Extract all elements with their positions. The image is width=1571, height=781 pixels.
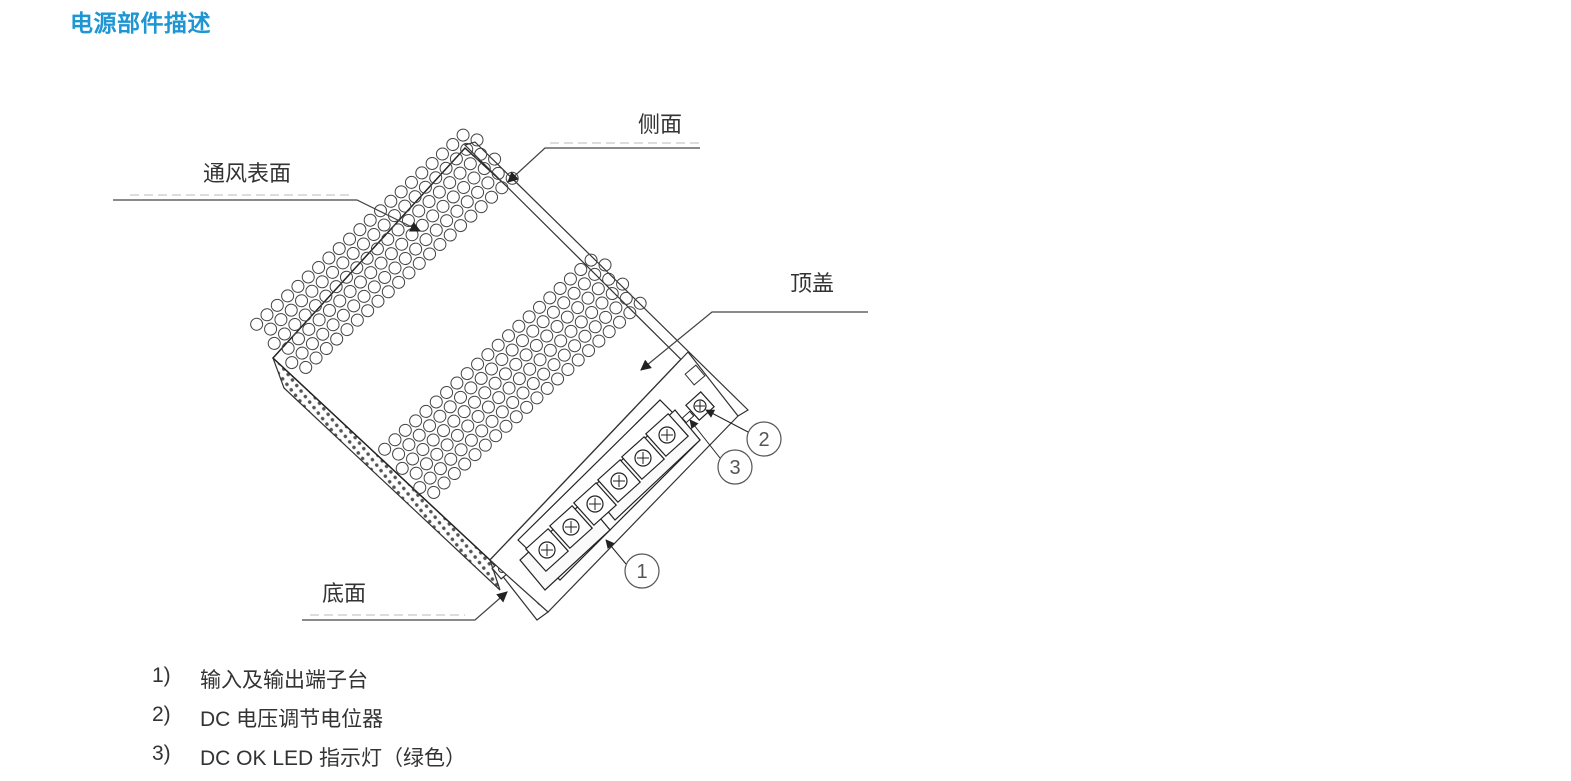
list-item: 2) DC 电压调节电位器 [152, 703, 466, 742]
list-item: 3) DC OK LED 指示灯（绿色） [152, 742, 466, 781]
callout-1 [624, 553, 660, 589]
list-item-number: 1) [152, 664, 171, 687]
callouts [624, 421, 782, 589]
list-item-text: 输入及输出端子台 [200, 669, 368, 692]
leader-lines [113, 147, 868, 621]
label-vent-surface: 通风表面 [203, 161, 292, 186]
dc-ok-led [681, 410, 695, 424]
list-item-number: 2) [152, 703, 171, 726]
list-item-text: DC 电压调节电位器 [200, 708, 384, 731]
label-side: 侧面 [638, 112, 683, 137]
label-bottom: 底面 [322, 581, 367, 606]
callout-2 [746, 421, 782, 457]
terminal-block [517, 399, 701, 591]
label-top-cover: 顶盖 [790, 271, 835, 296]
list-item-text: DC OK LED 指示灯（绿色） [200, 747, 467, 770]
vent-holes-upper [247, 126, 522, 377]
list-item: 1) 输入及输出端子台 [152, 664, 466, 703]
callout-2-label: 2 [758, 429, 769, 451]
component-legend: 1) 输入及输出端子台 2) DC 电压调节电位器 3) DC OK LED 指… [152, 664, 466, 781]
list-item-number: 3) [152, 742, 171, 765]
callout-3 [717, 449, 753, 485]
section-title: 电源部件描述 [70, 10, 211, 36]
callout-1-label: 1 [636, 561, 647, 583]
callout-3-label: 3 [729, 457, 740, 479]
